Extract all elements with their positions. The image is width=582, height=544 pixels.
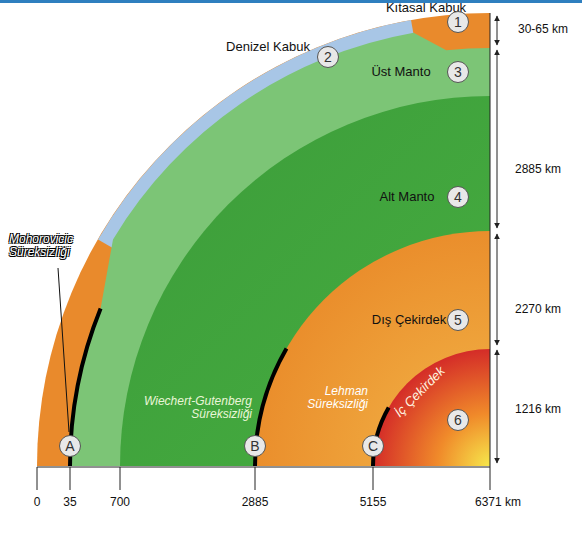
top-border <box>0 0 582 3</box>
callout-letter: B <box>244 435 266 457</box>
axis-value: 700 <box>110 496 130 509</box>
discontinuity-name: Wiechert-Gutenberg Süreksizliği <box>144 395 252 421</box>
continental-crust <box>37 13 490 466</box>
callout-text: 5 <box>454 313 462 327</box>
axis-value: 5155 <box>360 496 387 509</box>
callout-text: A <box>65 439 74 453</box>
callout-text: B <box>250 439 259 453</box>
discontinuity-name: Lehman Süreksizliği <box>288 385 368 411</box>
callout-text: C <box>368 439 378 453</box>
callout-letter: C <box>362 435 384 457</box>
callout-text: 4 <box>454 190 462 204</box>
dimension: 2885 km <box>515 163 561 176</box>
layer-name: Denizel Kabuk <box>226 40 310 54</box>
callout-text: 2 <box>324 50 332 64</box>
callout-number: 1 <box>447 11 469 33</box>
discontinuity-name: Mohorovicic Süreksizliği <box>9 233 95 259</box>
outer-core <box>255 231 490 466</box>
dimension-arrows <box>497 16 498 463</box>
inner-core <box>373 349 490 466</box>
callout-number: 5 <box>447 309 469 331</box>
axis-value: 2885 <box>242 496 269 509</box>
dimension: 2270 km <box>515 303 561 316</box>
callout-text: 3 <box>454 65 462 79</box>
callout-number: 4 <box>447 186 469 208</box>
axis-value: 6371 km <box>475 496 521 509</box>
callout-letter: A <box>59 435 81 457</box>
layer-name: Alt Manto <box>380 190 435 204</box>
layer-name: Dış Çekirdek <box>372 313 446 327</box>
callout-text: 6 <box>454 413 462 427</box>
dimension: 1216 km <box>515 403 561 416</box>
lower-mantle <box>120 96 490 466</box>
callout-number: 2 <box>317 46 339 68</box>
layer-name: Üst Manto <box>371 65 430 79</box>
callout-text: 1 <box>454 15 462 29</box>
callout-number: 6 <box>447 409 469 431</box>
axis-value: 0 <box>34 496 41 509</box>
leader-line <box>58 268 69 432</box>
callout-number: 3 <box>447 61 469 83</box>
axis <box>37 13 490 490</box>
upper-mantle <box>70 33 490 466</box>
axis-value: 35 <box>63 496 76 509</box>
dimension: 30-65 km <box>518 23 568 36</box>
